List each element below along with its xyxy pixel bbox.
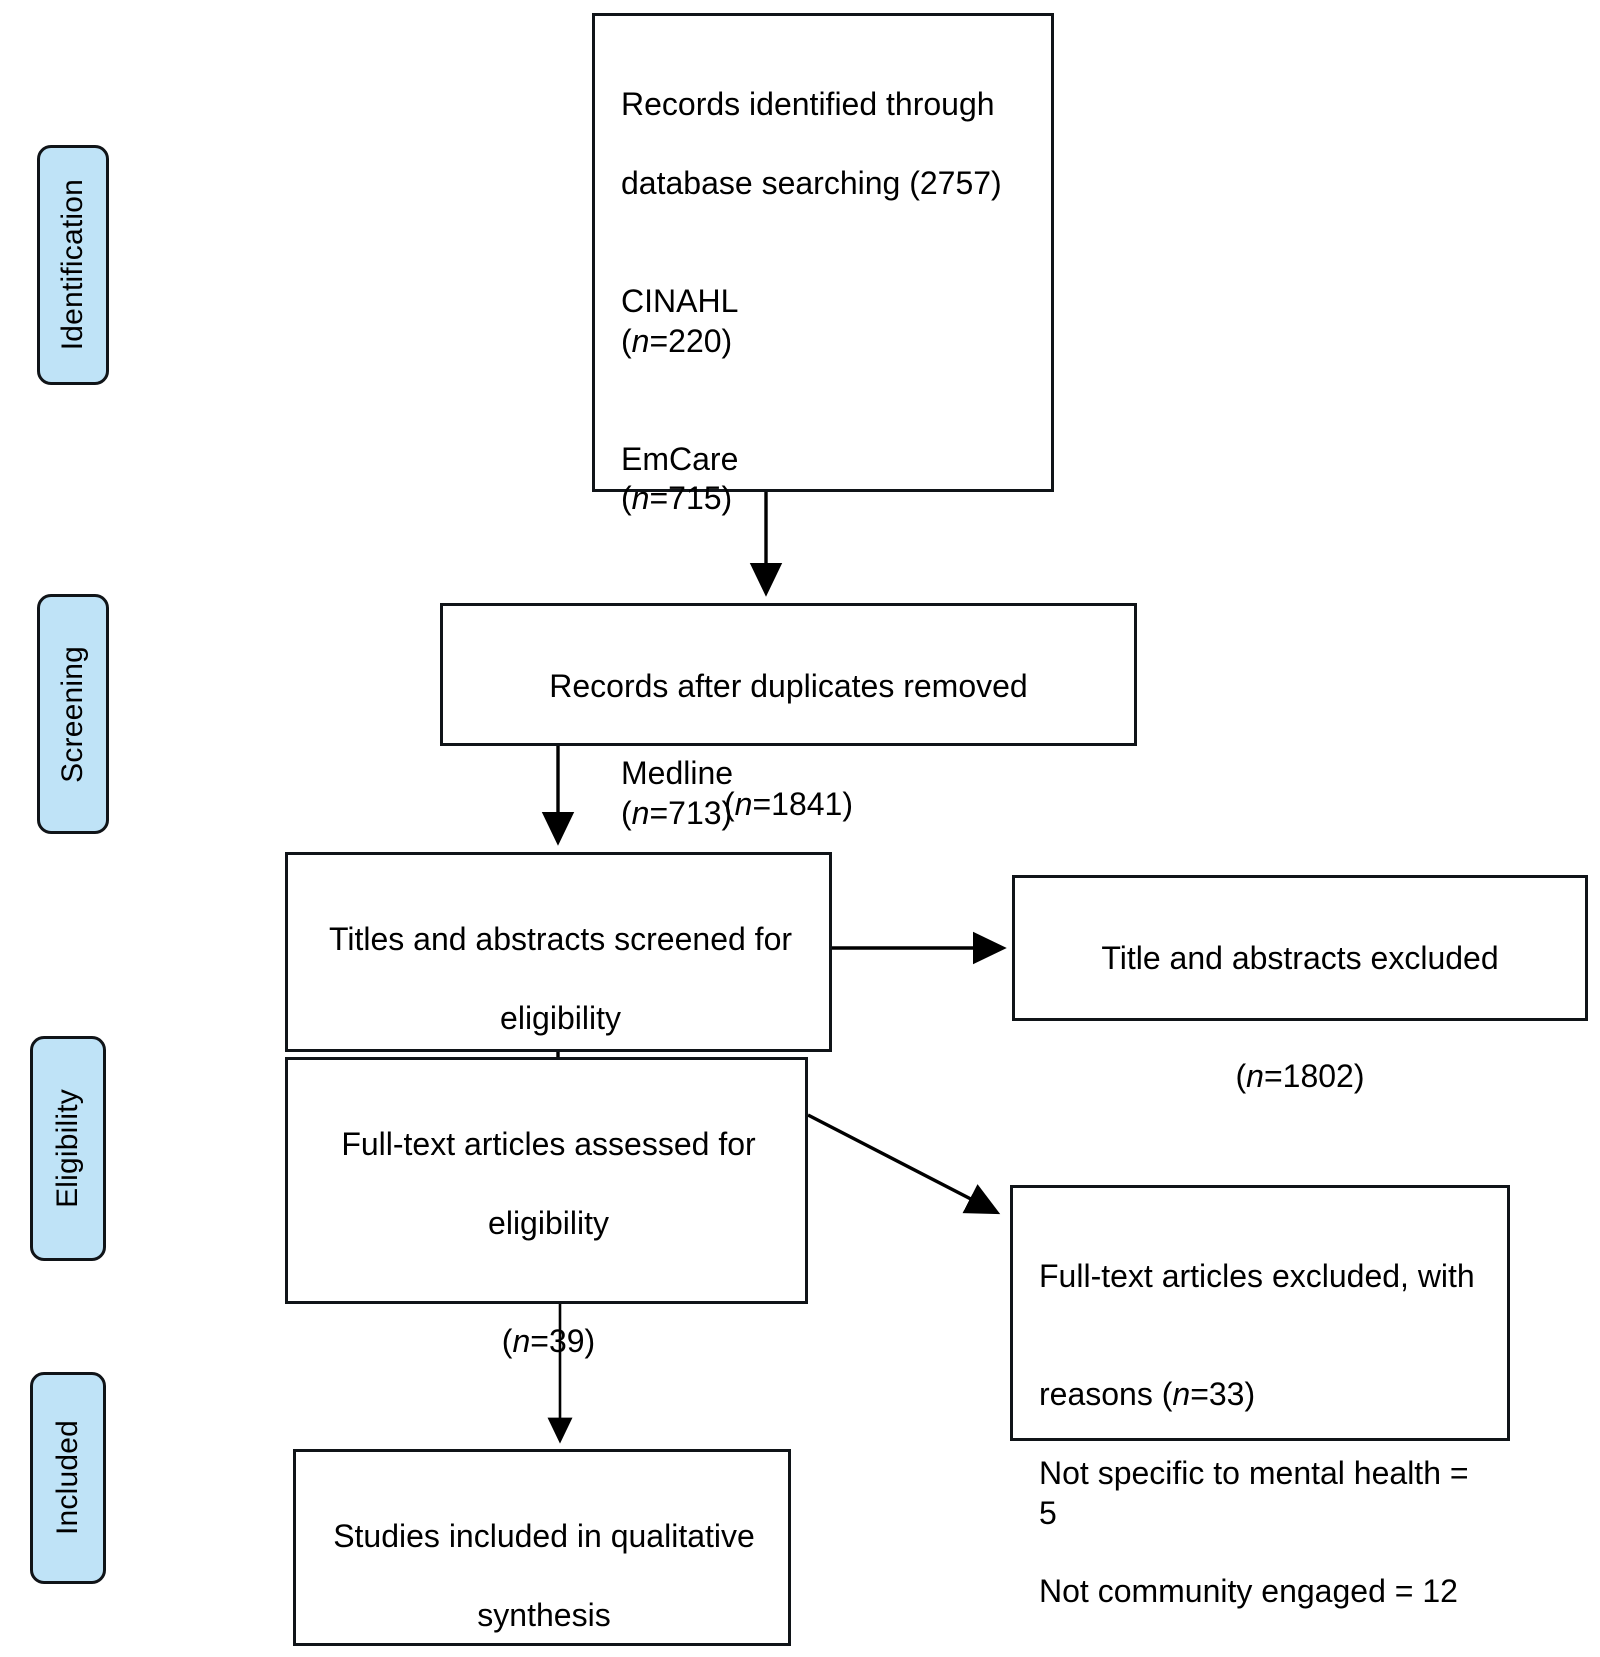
stage-label-eligibility: Eligibility (30, 1036, 106, 1261)
included-line-1: Studies included in qualitative (333, 1518, 755, 1555)
n-italic: n (734, 786, 753, 823)
source-name-medline: Medline (621, 755, 734, 792)
duplicates-line-1: Records after duplicates removed (549, 668, 1028, 705)
arrow-fulltext-to-excluded (807, 1113, 1001, 1215)
reasons-prefix: reasons ( (1039, 1376, 1173, 1413)
fulltext-excluded-line-2: reasons (n=33) (1039, 1336, 1485, 1415)
records-identified-source-medline: Medline (n=713) (621, 755, 734, 831)
n-italic: n (631, 322, 650, 359)
records-identified-line-1: database searching (2757) (621, 165, 1002, 202)
n-italic: n (512, 1323, 531, 1360)
records-after-duplicates-box: Records after duplicates removed (n=1841… (440, 603, 1137, 822)
source-name-cinahl: CINAHL (621, 283, 739, 320)
records-after-duplicates-text: Records after duplicates removed (n=1841… (443, 606, 1134, 864)
stage-label-screening-text: Screening (56, 645, 89, 783)
duplicates-count: =1841) (752, 786, 853, 823)
screened-line-1: Titles and abstracts screened for (328, 921, 793, 958)
full-text-excluded-box: Full-text articles excluded, with reason… (1010, 1185, 1510, 1657)
stage-label-identification: Identification (37, 145, 109, 385)
titles-abstracts-excluded-text: Title and abstracts excluded (n=1802) (1015, 878, 1585, 1136)
source-count-emcare: 715 (668, 479, 722, 516)
n-italic: n (1246, 1058, 1264, 1095)
exclusion-reason-item: Not specific to mental health = 5 (1039, 1455, 1469, 1531)
fulltext-line-2: eligibility (488, 1205, 609, 1242)
n-italic: n (1172, 1376, 1191, 1413)
n-italic: n (631, 794, 650, 831)
full-text-assessed-text: Full-text articles assessed for eligibil… (288, 1060, 805, 1401)
paren-open: ( (724, 786, 735, 823)
titles-excluded-line-1: Title and abstracts excluded (1101, 940, 1499, 977)
n-italic: n (631, 479, 650, 516)
titles-abstracts-screened-box: Titles and abstracts screened for eligib… (285, 852, 832, 1154)
fulltext-excluded-line-1: Full-text articles excluded, with (1039, 1258, 1475, 1295)
records-identified-box: Records identified through database sear… (592, 13, 1054, 1303)
exclusion-reason-item: Not community engaged = 12 (1039, 1573, 1458, 1610)
titles-abstracts-excluded-box: Title and abstracts excluded (n=1802) (1012, 875, 1588, 1094)
source-name-emcare: EmCare (621, 440, 739, 477)
paren-open: ( (501, 1323, 513, 1360)
fulltext-line-1: Full-text articles assessed for (341, 1126, 756, 1163)
screened-line-2: eligibility (500, 1000, 621, 1037)
studies-included-box: Studies included in qualitative synthesi… (293, 1449, 791, 1646)
full-text-excluded-text: Full-text articles excluded, with reason… (1013, 1188, 1507, 1657)
exclusion-reason-item: Inappropriate population = 10 (1039, 1651, 1485, 1657)
source-count-cinahl: 220 (668, 322, 722, 359)
included-line-2: synthesis (477, 1597, 611, 1634)
records-identified-source-emcare: EmCare (n=715) (621, 440, 739, 516)
stage-label-included-text: Included (51, 1420, 84, 1536)
titles-excluded-line-2: (n=1802) (1033, 1018, 1567, 1097)
source-count-medline: 713 (668, 794, 722, 831)
titles-excluded-count: =1802) (1263, 1058, 1365, 1095)
stage-label-included: Included (30, 1372, 106, 1584)
records-identified-line-0: Records identified through (621, 86, 995, 123)
paren-open: ( (1235, 1058, 1247, 1095)
records-identified-source-cinahl: CINAHL (n=220) (621, 283, 739, 359)
duplicates-line-2: (n=1841) (461, 746, 1116, 825)
fulltext-excluded-count: =33) (1190, 1376, 1256, 1413)
stage-label-screening: Screening (37, 594, 109, 834)
fulltext-line-3: (n=39) (310, 1283, 787, 1362)
stage-label-eligibility-text: Eligibility (51, 1089, 84, 1208)
stage-label-identification-text: Identification (56, 179, 89, 351)
fulltext-count: =39) (530, 1323, 596, 1360)
studies-included-text: Studies included in qualitative synthesi… (296, 1452, 788, 1657)
full-text-assessed-box: Full-text articles assessed for eligibil… (285, 1057, 808, 1359)
